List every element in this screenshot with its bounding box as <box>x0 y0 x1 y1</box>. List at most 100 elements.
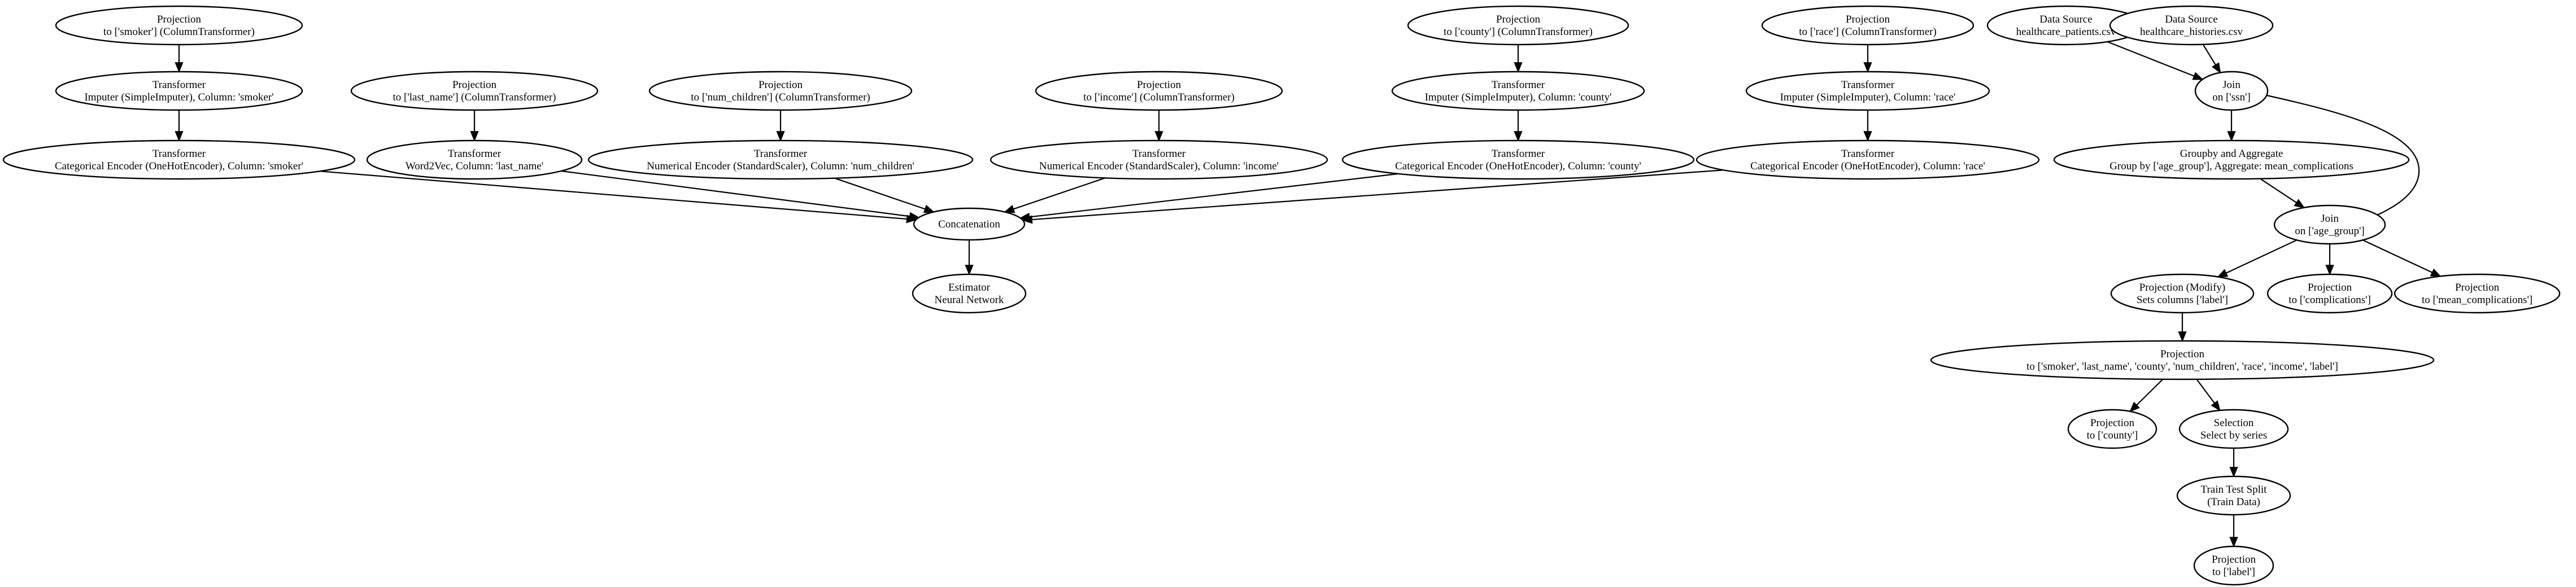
node-shape <box>2178 409 2289 449</box>
node-detail: Select by series <box>2200 430 2267 441</box>
node-title: Transformer <box>1492 79 1545 91</box>
node-title: Projection <box>452 79 497 91</box>
arrowhead-icon <box>2229 537 2238 547</box>
node-shape <box>648 71 913 111</box>
node-shape <box>55 5 303 46</box>
node-split[interactable]: Train Test Split(Train Data) <box>2176 475 2291 516</box>
node-title: Projection <box>157 14 202 25</box>
node-shape <box>1035 71 1283 111</box>
node-detail: Categorical Encoder (OneHotEncoder), Col… <box>55 160 303 172</box>
node-title: Data Source <box>2165 14 2217 25</box>
edge-line <box>2135 379 2164 406</box>
node-title: Projection <box>2160 348 2205 360</box>
node-title: Transformer <box>754 148 808 160</box>
edge-ds-histories-to-join-ssn <box>2202 44 2221 74</box>
node-detail: Categorical Encoder (OneHotEncoder), Col… <box>1395 160 1641 172</box>
edge-proj-smoker-to-imp-smoker <box>175 45 184 73</box>
edge-enc-race-to-concat <box>1022 169 1724 224</box>
edge-groupby-to-join-age <box>2260 178 2305 208</box>
edge-line <box>2259 93 2420 218</box>
node-title: Selection <box>2214 417 2254 429</box>
edge-selection-to-split <box>2229 448 2238 478</box>
arrowhead-icon <box>2211 62 2221 74</box>
node-detail: Imputer (SimpleImputer), Column: 'county… <box>1425 91 1612 103</box>
arrowhead-icon <box>776 131 785 142</box>
edge-proj-race-to-imp-race <box>1863 45 1872 73</box>
edge-proj-all-to-selection <box>2196 379 2221 411</box>
node-shape <box>55 71 303 111</box>
edge-line <box>2196 379 2216 405</box>
edge-line <box>2107 41 2196 77</box>
node-title: Concatenation <box>938 218 1000 230</box>
arrowhead-icon <box>2217 269 2229 278</box>
arrowhead-icon <box>1514 62 1523 73</box>
node-detail: to ['county'] (ColumnTransformer) <box>1444 26 1593 38</box>
arrowhead-icon <box>2178 331 2187 342</box>
node-title: Projection (Modify) <box>2139 282 2226 294</box>
node-proj-modify[interactable]: Projection (Modify)Sets columns ['label'… <box>2110 273 2255 314</box>
edge-join-ssn-to-groupby <box>2227 110 2236 142</box>
node-detail: to ['income'] (ColumnTransformer) <box>1083 91 1235 103</box>
node-shape <box>990 139 1328 180</box>
node-shape <box>2266 273 2393 314</box>
node-title: Projection <box>2455 282 2500 294</box>
node-shape <box>912 273 1027 314</box>
node-detail: Group by ['age_group'], Aggregate: mean_… <box>2109 160 2353 172</box>
node-shape <box>2109 5 2274 46</box>
node-detail: Numerical Encoder (StandardScaler), Colu… <box>1039 160 1279 172</box>
node-shape <box>1745 71 1990 111</box>
node-shape <box>1695 139 2040 180</box>
node-shape <box>2067 409 2157 449</box>
node-title: Projection <box>1496 14 1541 25</box>
node-shape <box>587 139 974 180</box>
node-title: Projection <box>2308 282 2352 294</box>
node-shape <box>2194 71 2269 111</box>
edge-enc-income-to-concat <box>1004 177 1106 213</box>
edge-concat-to-estimator <box>965 240 974 275</box>
node-detail: Imputer (SimpleImputer), Column: 'race' <box>1780 91 1956 103</box>
node-detail: Sets columns ['label'] <box>2137 294 2228 306</box>
node-shape <box>1930 340 2435 380</box>
node-detail: to ['smoker', 'last_name', 'county', 'nu… <box>2026 361 2338 373</box>
arrowhead-icon <box>923 204 935 213</box>
arrowhead-icon <box>2129 401 2140 413</box>
node-shape <box>2176 475 2291 516</box>
edge-join-age-to-proj-mean-complications <box>2362 239 2442 277</box>
node-shape <box>2394 273 2561 314</box>
arrowhead-icon <box>1022 215 1033 224</box>
edges-layer <box>175 41 2442 547</box>
node-detail: to ['smoker'] (ColumnTransformer) <box>103 26 255 38</box>
node-concat[interactable]: Concatenation <box>913 207 1026 241</box>
node-shape <box>1407 5 1629 46</box>
node-detail: healthcare_histories.csv <box>2140 26 2243 38</box>
arrowhead-icon <box>2294 199 2305 208</box>
node-shape <box>366 139 583 180</box>
